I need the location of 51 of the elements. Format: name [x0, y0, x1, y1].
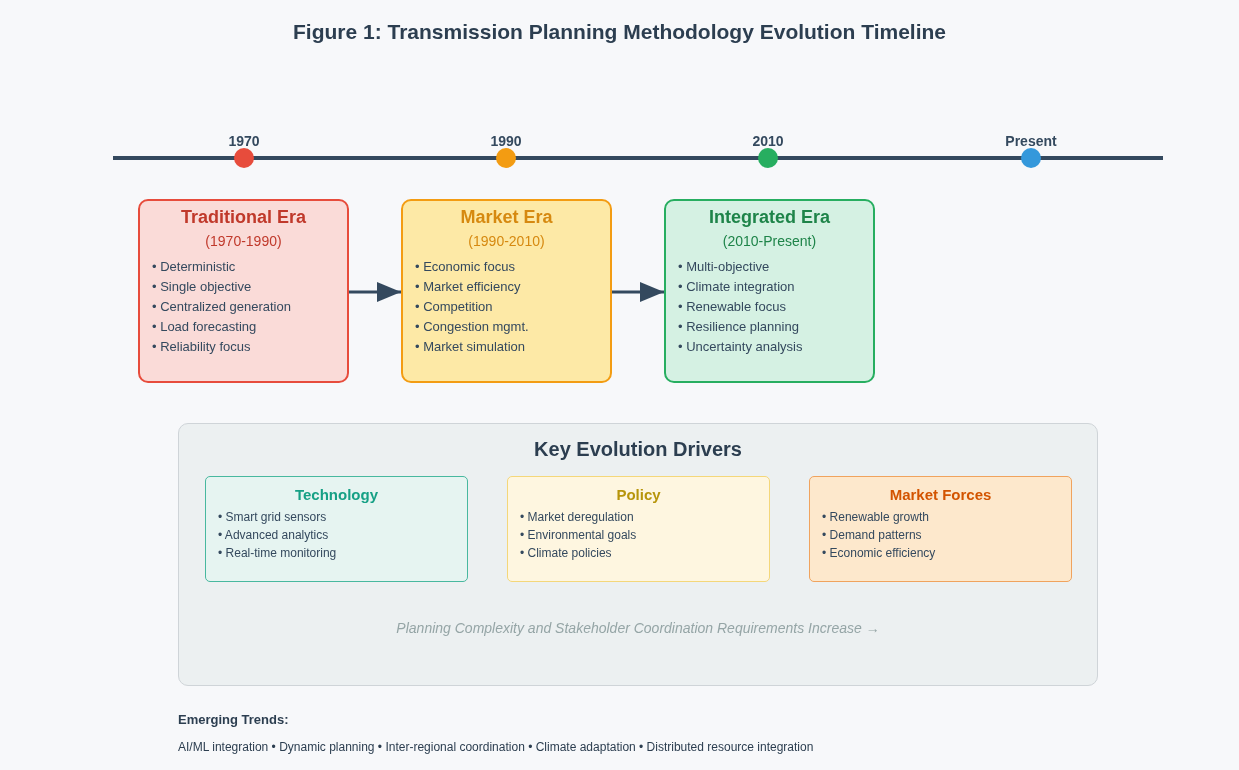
- year-label: Present: [1004, 133, 1058, 149]
- bullet-item: • Climate integration: [678, 279, 795, 294]
- bullet-item: • Market deregulation: [520, 510, 634, 524]
- bullet-item: • Market simulation: [415, 339, 526, 354]
- era-title: Market Era: [459, 207, 554, 228]
- bullet-item: • Single objective: [152, 279, 252, 294]
- driver-card: [507, 476, 770, 582]
- bullet-item: • Real-time monitoring: [218, 546, 337, 560]
- era-card: [138, 199, 349, 383]
- figure-title: Figure 1: Transmission Planning Methodology Evolution Timeline: [292, 20, 947, 44]
- panel-title: Key Evolution Drivers: [533, 438, 743, 461]
- driver-card: [205, 476, 468, 582]
- era-period: (1970-1990): [204, 233, 283, 249]
- bullet-item: • Congestion mgmt.: [415, 319, 529, 334]
- era-title: Traditional Era: [179, 207, 307, 228]
- bullet-item: • Smart grid sensors: [218, 510, 327, 524]
- trends-list: AI/ML integration • Dynamic planning • Inter-regional coordination • Climate adaptation • Distributed resource integration: [178, 740, 814, 754]
- bullet-item: • Centralized generation: [152, 299, 291, 314]
- bullet-item: • Economic focus: [415, 259, 515, 274]
- driver-title: Policy: [615, 486, 662, 503]
- bullet-item: • Economic efficiency: [822, 546, 936, 560]
- era-card: [664, 199, 875, 383]
- driver-card: [809, 476, 1072, 582]
- era-period: (1990-2010): [467, 233, 546, 249]
- year-label: 1990: [489, 133, 523, 149]
- bullet-item: • Environmental goals: [520, 528, 637, 542]
- bullet-item: • Multi-objective: [678, 259, 770, 274]
- driver-title: Technology: [293, 486, 380, 503]
- bullet-item: • Renewable growth: [822, 510, 929, 524]
- bullet-item: • Deterministic: [152, 259, 236, 274]
- drivers-panel: [178, 423, 1098, 686]
- bullet-item: • Demand patterns: [822, 528, 922, 542]
- trends-heading: Emerging Trends:: [178, 712, 289, 727]
- bullet-item: • Competition: [415, 299, 493, 314]
- year-label: 2010: [751, 133, 785, 149]
- bullet-item: • Market efficiency: [415, 279, 521, 294]
- bullet-item: • Renewable focus: [678, 299, 786, 314]
- arrow: [612, 282, 664, 302]
- bullet-item: • Reliability focus: [152, 339, 251, 354]
- era-title: Integrated Era: [707, 207, 831, 228]
- era-period: (2010-Present): [721, 233, 818, 249]
- bullet-item: • Resilience planning: [678, 319, 799, 334]
- bullet-item: • Load forecasting: [152, 319, 257, 334]
- trend-note: Planning Complexity and Stakeholder Coordination Requirements Increase →: [395, 620, 881, 636]
- bullet-item: • Climate policies: [520, 546, 612, 560]
- bullet-item: • Uncertainty analysis: [678, 339, 803, 354]
- era-card: [401, 199, 612, 383]
- year-label: 1970: [227, 133, 261, 149]
- bullet-item: • Advanced analytics: [218, 528, 329, 542]
- driver-title: Market Forces: [888, 486, 993, 503]
- arrow: [349, 282, 401, 302]
